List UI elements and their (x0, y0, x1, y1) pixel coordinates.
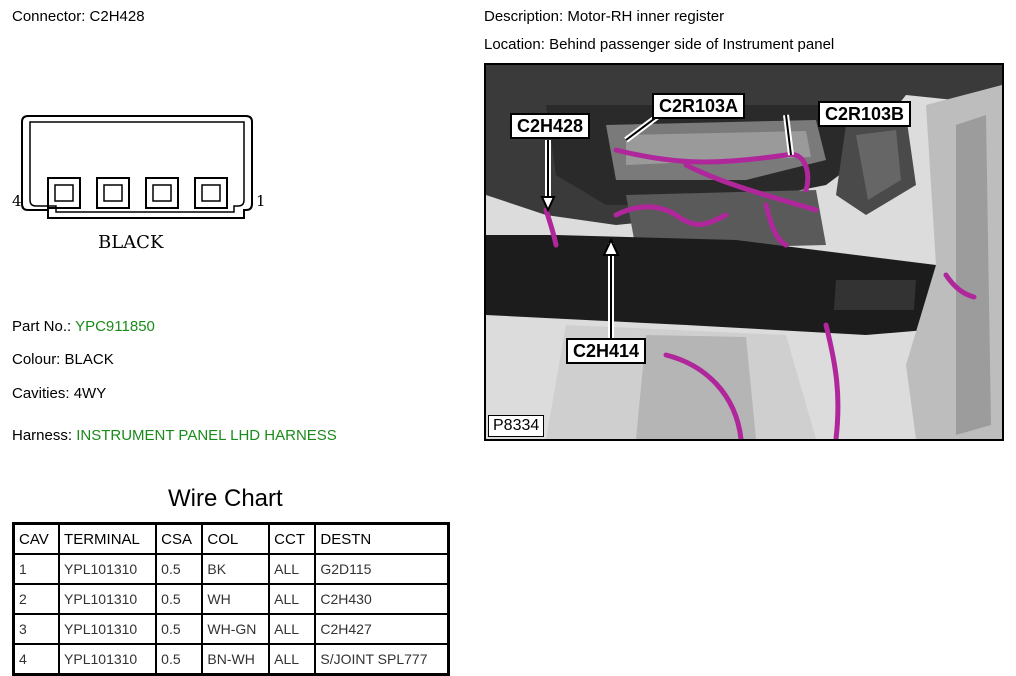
location-photo: C2H428 C2R103A C2R103B C2H414 P8334 (484, 63, 1004, 441)
cell-col: WH-GN (201, 613, 271, 645)
cavities-line: Cavities: 4WY (12, 385, 106, 402)
description-line: Description: Motor-RH inner register (484, 8, 724, 25)
cell-csa: 0.5 (155, 643, 204, 676)
cell-csa: 0.5 (155, 553, 204, 585)
location-value: Behind passenger side of Instrument pane… (549, 36, 835, 53)
colour-line: Colour: BLACK (12, 351, 114, 368)
wire-chart-table: CAV TERMINAL CSA COL CCT DESTN 1 YPL1013… (12, 522, 450, 676)
cell-cav: 3 (12, 613, 61, 645)
cavity-1 (194, 177, 228, 209)
table-row: 1 YPL101310 0.5 BK ALL G2D115 (12, 553, 450, 585)
cell-terminal: YPL101310 (58, 583, 158, 615)
header-terminal: TERMINAL (58, 522, 158, 555)
header-csa: CSA (155, 522, 204, 555)
callout-pointers (540, 107, 794, 340)
cell-cct: ALL (268, 583, 317, 615)
table-row: 4 YPL101310 0.5 BN-WH ALL S/JOINT SPL777 (12, 643, 450, 676)
cell-cav: 2 (12, 583, 61, 615)
harness-label: Harness: (12, 427, 73, 444)
header-cav: CAV (12, 522, 61, 555)
callout-c2h428: C2H428 (510, 113, 591, 139)
harness-line: Harness: INSTRUMENT PANEL LHD HARNESS (12, 427, 337, 444)
callout-c2r103a: C2R103A (652, 93, 746, 119)
header-cct: CCT (268, 522, 317, 555)
description-value: Motor-RH inner register (567, 8, 725, 25)
cell-cct: ALL (268, 553, 317, 585)
cell-cct: ALL (268, 643, 317, 676)
callout-c2r103b: C2R103B (818, 101, 912, 127)
figure-id: P8334 (488, 415, 545, 437)
cell-destn: G2D115 (314, 553, 450, 585)
cell-col: BK (201, 553, 271, 585)
cell-terminal: YPL101310 (58, 613, 158, 645)
drawing-colour-label: BLACK (98, 232, 164, 253)
connector-label: Connector: (12, 8, 86, 25)
header-destn: DESTN (314, 522, 450, 555)
cell-terminal: YPL101310 (58, 553, 158, 585)
part-no-value[interactable]: YPC911850 (75, 318, 155, 335)
cell-destn: C2H430 (314, 583, 450, 615)
wire-chart-header-row: CAV TERMINAL CSA COL CCT DESTN (12, 522, 450, 555)
cell-destn: C2H427 (314, 613, 450, 645)
part-no-label: Part No.: (12, 318, 72, 335)
location-photo-illustration (486, 65, 1002, 439)
header-col: COL (201, 522, 271, 555)
cavity-4 (47, 177, 81, 209)
cell-col: BN-WH (201, 643, 271, 676)
pin-number-right: 1 (256, 192, 266, 210)
cell-col: WH (201, 583, 271, 615)
wire-chart-title: Wire Chart (168, 485, 283, 512)
location-label: Location: (484, 36, 545, 53)
connector-inner-outline (29, 121, 245, 213)
connector-line: Connector: C2H428 (12, 8, 145, 25)
colour-value: BLACK (64, 351, 114, 368)
cavities-label: Cavities: (12, 385, 70, 402)
cell-csa: 0.5 (155, 613, 204, 645)
description-label: Description: (484, 8, 564, 25)
cell-cct: ALL (268, 613, 317, 645)
harness-highlight (543, 147, 977, 439)
cavities-value: 4WY (73, 385, 107, 402)
location-line: Location: Behind passenger side of Instr… (484, 36, 834, 53)
harness-value[interactable]: INSTRUMENT PANEL LHD HARNESS (76, 427, 337, 444)
table-row: 2 YPL101310 0.5 WH ALL C2H430 (12, 583, 450, 615)
table-row: 3 YPL101310 0.5 WH-GN ALL C2H427 (12, 613, 450, 645)
cavity-3 (96, 177, 130, 209)
cavity-2 (145, 177, 179, 209)
cell-destn: S/JOINT SPL777 (314, 643, 450, 676)
colour-label: Colour: (12, 351, 61, 368)
cell-csa: 0.5 (155, 583, 204, 615)
cell-cav: 4 (12, 643, 61, 676)
connector-face-drawing: 4 1 BLACK (12, 115, 266, 253)
cell-cav: 1 (12, 553, 61, 585)
part-no-line: Part No.: YPC911850 (12, 318, 155, 335)
cell-terminal: YPL101310 (58, 643, 158, 676)
connector-outline (21, 115, 253, 219)
pin-number-left: 4 (12, 192, 22, 210)
connector-value: C2H428 (89, 8, 145, 25)
callout-c2h414: C2H414 (566, 338, 647, 364)
